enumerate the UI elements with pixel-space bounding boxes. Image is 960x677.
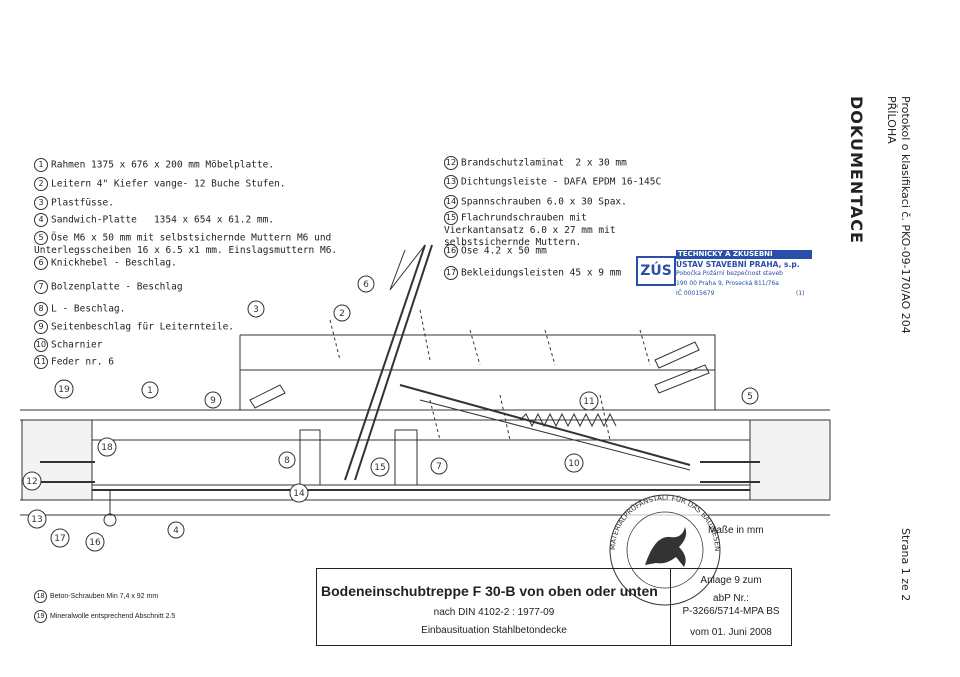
- callout-9: 9: [204, 391, 222, 409]
- callout-15: 15: [370, 457, 390, 477]
- title-block: Bodeneinschubtreppe F 30-B von oben oder…: [316, 568, 671, 646]
- drawing-standard: nach DIN 4102-2 : 1977-09: [433, 607, 555, 618]
- callout-17: 17: [50, 528, 70, 548]
- anlage-line: Anlage 9 zum: [700, 575, 762, 586]
- svg-text:3: 3: [253, 305, 259, 315]
- svg-text:17: 17: [54, 534, 65, 544]
- callout-7: 7: [430, 457, 448, 475]
- stamp-line: 190 00 Praha 9, Prosecká 811/76a: [676, 280, 779, 287]
- svg-text:8: 8: [284, 456, 290, 466]
- svg-text:6: 6: [363, 280, 369, 290]
- svg-text:11: 11: [583, 397, 594, 407]
- svg-text:14: 14: [293, 489, 305, 499]
- svg-text:13: 13: [31, 515, 42, 525]
- svg-text:10: 10: [568, 459, 580, 469]
- callout-6: 6: [357, 275, 375, 293]
- callout-13: 13: [27, 509, 47, 529]
- anlage-line: vom 01. Juni 2008: [690, 627, 772, 638]
- anlage-line: P-3266/5714-MPA BS: [682, 606, 780, 617]
- stamp-line: ÚSTAV STAVEBNÍ PRAHA, s.p.: [676, 260, 800, 269]
- callout-14: 14: [289, 483, 309, 503]
- stamp-line: Pobočka Požární bezpečnost staveb: [676, 270, 783, 277]
- callout-1: 1: [141, 381, 159, 399]
- callout-8: 8: [278, 451, 296, 469]
- callout-11: 11: [579, 391, 599, 411]
- svg-text:1: 1: [147, 386, 153, 396]
- masse-label: Maße in mm: [708, 525, 764, 536]
- svg-text:15: 15: [374, 463, 385, 473]
- callout-3: 3: [247, 300, 265, 318]
- svg-text:12: 12: [26, 477, 37, 487]
- callout-18: 18: [97, 437, 117, 457]
- svg-text:16: 16: [89, 538, 101, 548]
- stamp-line: IČ 00015679: [676, 290, 715, 297]
- callout-12: 12: [22, 471, 42, 491]
- zus-logo: ZÚS: [636, 256, 676, 286]
- anlage-block: Anlage 9 zum abP Nr.: P-3266/5714-MPA BS…: [670, 568, 792, 646]
- callout-5: 5: [741, 387, 759, 405]
- drawing-subtitle: Einbausituation Stahlbetondecke: [421, 625, 567, 636]
- svg-text:4: 4: [173, 526, 179, 536]
- svg-text:5: 5: [747, 392, 753, 402]
- institute-stamp: ZÚS TECHNICKÝ A ZKUŠEBNÍ ÚSTAV STAVEBNÍ …: [636, 246, 812, 302]
- callout-19: 19: [54, 379, 74, 399]
- svg-text:7: 7: [436, 462, 442, 472]
- svg-text:18: 18: [101, 443, 113, 453]
- callout-10: 10: [564, 453, 584, 473]
- stamp-line: (1): [796, 290, 805, 297]
- svg-text:2: 2: [339, 309, 345, 319]
- callout-16: 16: [85, 532, 105, 552]
- svg-text:19: 19: [58, 385, 70, 395]
- svg-text:9: 9: [210, 396, 216, 406]
- callout-4: 4: [167, 521, 185, 539]
- anlage-line: abP Nr.:: [713, 593, 749, 604]
- drawing-title: Bodeneinschubtreppe F 30-B von oben oder…: [321, 583, 658, 599]
- callout-2: 2: [333, 304, 351, 322]
- stamp-line: TECHNICKÝ A ZKUŠEBNÍ: [676, 250, 812, 259]
